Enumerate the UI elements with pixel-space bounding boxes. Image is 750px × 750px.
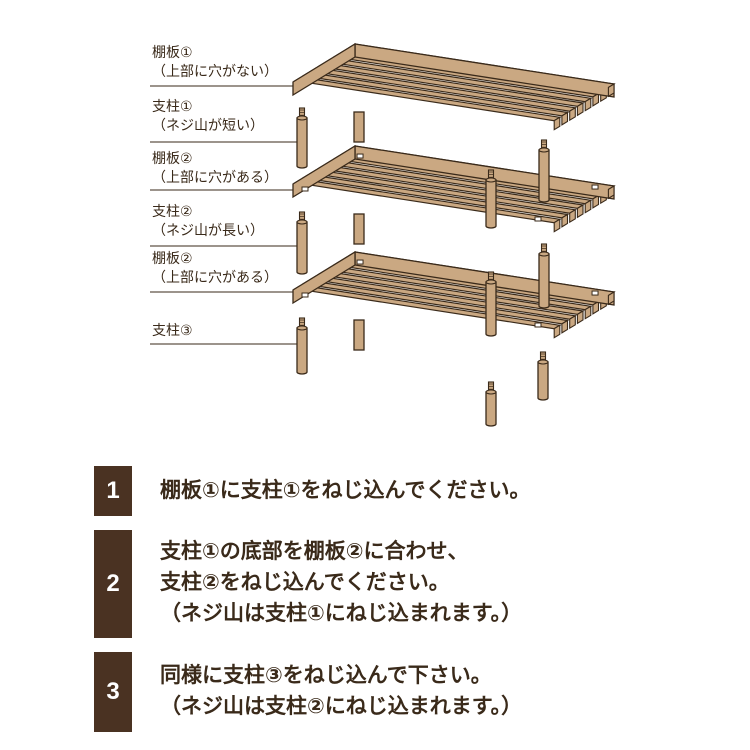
shelf-slat-end bbox=[569, 106, 576, 122]
post-body bbox=[485, 281, 497, 337]
post-body bbox=[538, 253, 550, 309]
post-body bbox=[485, 391, 497, 427]
step-number-badge: 1 bbox=[94, 466, 132, 516]
post-top bbox=[296, 115, 308, 121]
shelf-slat-end bbox=[607, 185, 615, 200]
label-shelf-2a-note: （上部に穴がある） bbox=[152, 170, 278, 186]
step-line: （ネジ山は支柱②にねじ込まれます。） bbox=[160, 694, 523, 718]
shelf-side-rail bbox=[292, 250, 356, 305]
label-shelf-1-note: （上部に穴がない） bbox=[152, 64, 278, 80]
shelf-leg bbox=[353, 213, 365, 245]
step-line: 支柱①の底部を棚板②に合わせ、 bbox=[160, 539, 469, 563]
shelf-1-top bbox=[292, 42, 616, 143]
shelf-slat-end bbox=[584, 199, 592, 214]
shelf-slat-end bbox=[607, 291, 615, 306]
label-post-3: 支柱③ bbox=[152, 322, 193, 341]
shelf-side-rail bbox=[292, 42, 356, 97]
post-3-back bbox=[485, 381, 497, 427]
label-shelf-2b-note: （上部に穴がある） bbox=[152, 270, 278, 286]
shelf-slat-end bbox=[553, 218, 561, 233]
step-text: 同様に支柱③をねじ込んで下さい。 （ネジ山は支柱②にねじ込まれます。） bbox=[160, 660, 522, 722]
shelf-slat-end bbox=[576, 102, 584, 117]
shelf-leg bbox=[353, 319, 365, 351]
shelf-side-rail bbox=[292, 144, 356, 199]
post-2-front-left bbox=[296, 211, 308, 275]
label-post-2-name: 支柱② bbox=[152, 204, 193, 220]
post-1-back bbox=[485, 169, 497, 229]
step-text: 棚板①に支柱①をねじ込んでください。 bbox=[160, 475, 531, 506]
shelf-slat-end bbox=[607, 83, 615, 98]
post-top bbox=[485, 389, 497, 395]
label-shelf-1: 棚板① （上部に穴がない） bbox=[152, 44, 278, 82]
label-post-2: 支柱② （ネジ山が長い） bbox=[152, 203, 264, 241]
shelf-slat-end bbox=[561, 213, 569, 228]
shelf-slat-end bbox=[569, 314, 576, 330]
step-text: 支柱①の底部を棚板②に合わせ、 支柱②をねじ込んでください。 （ネジ山は支柱①に… bbox=[160, 536, 522, 629]
post-top bbox=[538, 147, 550, 153]
post-body bbox=[296, 221, 308, 275]
shelf-slat-end bbox=[553, 116, 561, 131]
shelf-hole bbox=[534, 216, 542, 222]
shelf-hole bbox=[591, 290, 599, 296]
shelf-2-middle bbox=[292, 144, 616, 245]
step-number-badge: 3 bbox=[94, 652, 132, 732]
post-body bbox=[537, 361, 549, 401]
post-top bbox=[296, 219, 308, 225]
post-2-back bbox=[485, 271, 497, 337]
shelf-slat-end bbox=[576, 204, 584, 219]
shelf-slat-end bbox=[553, 324, 561, 339]
shelf-slat-end bbox=[561, 111, 569, 126]
label-shelf-2b: 棚板② （上部に穴がある） bbox=[152, 250, 278, 288]
label-shelf-2a: 棚板② （上部に穴がある） bbox=[152, 150, 278, 188]
label-post-1: 支柱① （ネジ山が短い） bbox=[152, 98, 264, 136]
shelf-slat-end bbox=[576, 310, 584, 325]
post-1-front-left bbox=[296, 107, 308, 169]
shelf-slat-end bbox=[569, 208, 576, 224]
shelf-2-bottom bbox=[292, 250, 616, 351]
post-body bbox=[485, 179, 497, 229]
step-line: （ネジ山は支柱①にねじ込まれます。） bbox=[160, 601, 523, 625]
step-number-badge: 2 bbox=[94, 530, 132, 638]
post-top bbox=[485, 279, 497, 285]
shelf-slat-end bbox=[584, 97, 592, 112]
label-shelf-2a-name: 棚板② bbox=[152, 151, 193, 167]
shelf-hole bbox=[356, 259, 364, 265]
shelf-hole bbox=[301, 292, 309, 298]
post-body bbox=[538, 149, 550, 203]
post-top bbox=[485, 177, 497, 183]
label-post-1-note: （ネジ山が短い） bbox=[152, 118, 264, 134]
label-post-1-name: 支柱① bbox=[152, 99, 193, 115]
label-shelf-2b-name: 棚板② bbox=[152, 251, 193, 267]
post-body bbox=[296, 117, 308, 169]
post-top bbox=[537, 359, 549, 365]
shelf-slat-end bbox=[584, 305, 592, 320]
step-line: 同様に支柱③をねじ込んで下さい。 bbox=[160, 663, 492, 687]
label-post-2-note: （ネジ山が長い） bbox=[152, 223, 264, 239]
shelf-hole bbox=[301, 186, 309, 192]
step-line: 支柱②をねじ込んでください。 bbox=[160, 570, 450, 594]
shelf-hole bbox=[356, 153, 364, 159]
shelf-hole bbox=[591, 184, 599, 190]
shelf-leg bbox=[353, 111, 365, 143]
post-3-front-right bbox=[537, 351, 549, 401]
step-line: 棚板①に支柱①をねじ込んでください。 bbox=[160, 478, 531, 502]
post-2-front-right bbox=[538, 243, 550, 309]
post-body bbox=[296, 327, 308, 375]
post-3-front-left bbox=[296, 317, 308, 375]
label-shelf-1-name: 棚板① bbox=[152, 45, 193, 61]
shelf-hole bbox=[534, 322, 542, 328]
assembly-diagram bbox=[150, 42, 616, 427]
label-post-3-name: 支柱③ bbox=[152, 323, 193, 339]
shelf-slat-end bbox=[561, 319, 569, 334]
post-top bbox=[538, 251, 550, 257]
post-top bbox=[296, 325, 308, 331]
post-1-front-right bbox=[538, 139, 550, 203]
